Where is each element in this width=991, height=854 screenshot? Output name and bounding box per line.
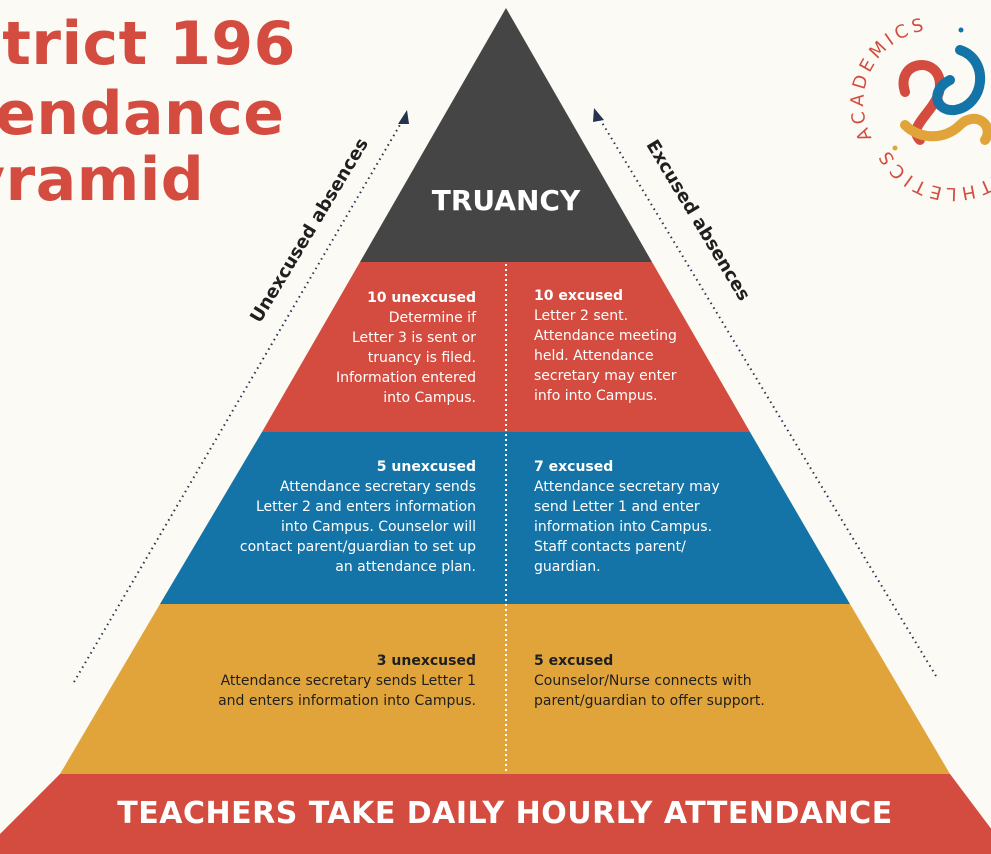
svg-text:ATHLETICS: ATHLETICS (873, 144, 991, 204)
tier-base (0, 774, 991, 854)
tier-red (262, 262, 750, 432)
base-label: TEACHERS TAKE DAILY HOURLY ATTENDANCE (117, 796, 893, 831)
yellow-excused-body: Counselor/Nurse connects with parent/gua… (534, 673, 765, 709)
tier-blue (160, 432, 850, 604)
red-excused-head: 10 excused (534, 288, 623, 304)
yellow-unexcused-head: 3 unexcused (376, 653, 476, 669)
academics-athletics-logo: ACADEMICS ATHLETICS (847, 14, 991, 204)
title-line-2: tendance (0, 79, 285, 149)
yellow-unexcused-block: 3 unexcused Attendance secretary sends L… (176, 651, 476, 711)
yellow-excused-block: 5 excused Counselor/Nurse connects with … (534, 651, 814, 711)
left-arrow-head (398, 110, 409, 124)
blue-excused-head: 7 excused (534, 459, 614, 475)
red-excused-block: 10 excused Letter 2 sent. Attendance mee… (534, 286, 734, 406)
right-dotted-arrow (597, 115, 937, 677)
tier-truancy (360, 8, 652, 262)
yellow-excused-head: 5 excused (534, 653, 614, 669)
red-unexcused-head: 10 unexcused (367, 290, 476, 306)
red-excused-body: Letter 2 sent. Attendance meeting held. … (534, 308, 677, 404)
title-line-1: strict 196 (0, 9, 296, 79)
right-arrow-head (593, 108, 604, 122)
truancy-label: TRUANCY (431, 184, 581, 217)
blue-unexcused-block: 5 unexcused Attendance secretary sends L… (196, 457, 476, 577)
blue-excused-block: 7 excused Attendance secretary may send … (534, 457, 774, 577)
left-dotted-arrow (73, 117, 405, 683)
yellow-unexcused-body: Attendance secretary sends Letter 1 and … (218, 673, 476, 709)
blue-excused-body: Attendance secretary may send Letter 1 a… (534, 479, 720, 575)
logo-bottom-text: ATHLETICS (873, 144, 991, 204)
blue-unexcused-head: 5 unexcused (376, 459, 476, 475)
blue-unexcused-body: Attendance secretary sends Letter 2 and … (239, 479, 476, 575)
red-unexcused-body: Determine if Letter 3 is sent or truancy… (335, 310, 476, 406)
title-line-3: yramid (0, 145, 205, 215)
red-unexcused-block: 10 unexcused Determine if Letter 3 is se… (280, 288, 476, 408)
